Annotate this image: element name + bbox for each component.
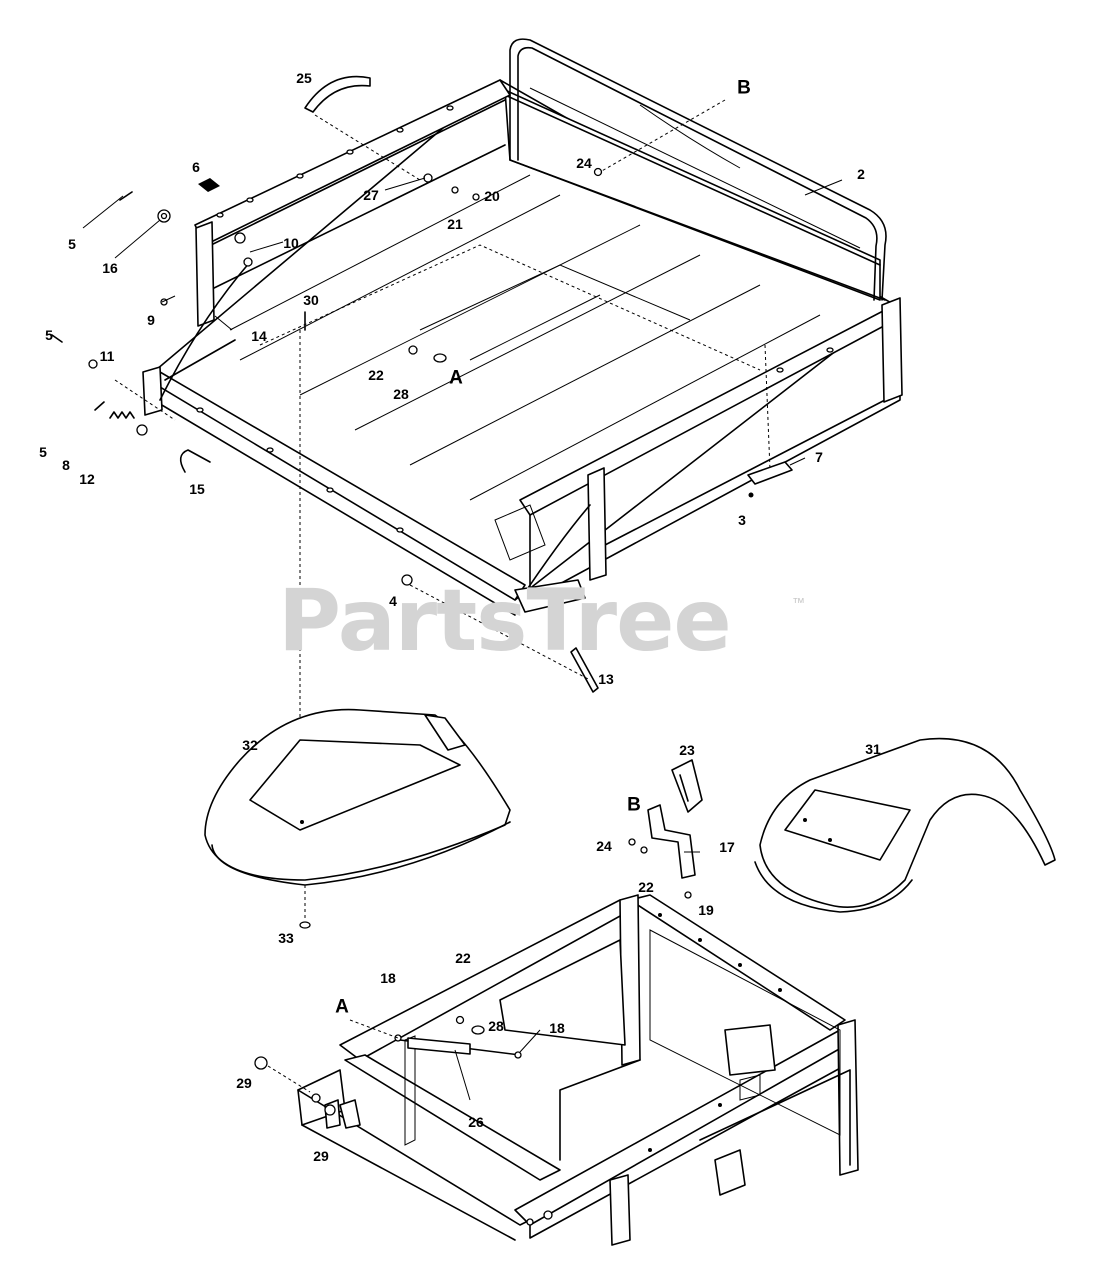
callout-5-b: 5 [45,327,53,343]
callout-26: 26 [468,1114,484,1130]
callout-28-lower: 28 [488,1018,504,1034]
part-29-nut [254,1056,268,1070]
part-33-plug [299,921,311,929]
callout-27: 27 [363,187,379,203]
part-24-bolt [593,167,603,177]
callout-18-left: 18 [380,970,396,986]
bed-post-left [195,221,215,327]
bed-rack-tube [509,38,887,301]
part-6-pad [198,178,220,192]
callout-21: 21 [447,216,463,232]
part-28-washer [433,353,447,363]
callout-8: 8 [62,457,70,473]
callout-23: 23 [679,742,695,758]
part-13-pin [570,647,599,693]
callout-22-upper: 22 [368,367,384,383]
part-5-pin [119,191,133,201]
callout-20: 20 [484,188,500,204]
callout-a-lower: A [335,996,349,1018]
callout-6: 6 [192,159,200,175]
rail-holes [196,105,834,533]
part-32-fender [204,708,511,929]
part-4-nut [401,574,413,586]
callout-12: 12 [79,471,95,487]
part-27-washer [423,173,433,183]
watermark-trademark: ™ [792,595,805,610]
frame-gusset [499,939,626,1046]
callout-25: 25 [296,70,312,86]
callout-31: 31 [865,741,881,757]
callout-a-upper: A [449,367,463,389]
bed-back-wall [504,89,881,301]
callout-22-middle: 22 [638,879,654,895]
part-10-washer [234,232,246,244]
callout-b-upper: B [737,77,751,99]
callout-4: 4 [389,593,397,609]
callout-18-right: 18 [549,1020,565,1036]
callout-29-upper: 29 [236,1075,252,1091]
callout-10: 10 [283,235,299,251]
watermark-text: PartsTree [278,571,732,671]
callout-b-lower: B [627,794,641,816]
frame-right-member [629,894,846,1031]
bed-post-right [587,467,607,581]
callout-16: 16 [102,260,118,276]
part-17-bracket [647,804,696,879]
callout-33: 33 [278,930,294,946]
callout-15: 15 [189,481,205,497]
callout-2: 2 [857,166,865,182]
callout-11: 11 [99,348,115,364]
part-11-nut [88,359,98,369]
callout-14: 14 [251,328,267,344]
part-8-spring [109,411,135,419]
dump-bed [142,38,903,616]
latch-cable-left [159,261,251,401]
latch-bracket [628,759,703,899]
callout-32: 32 [242,737,258,753]
part-12-nut [136,424,148,436]
callout-9: 9 [147,312,155,328]
part-31-fender [754,737,1056,913]
part-23-latch [671,759,703,813]
callout-3: 3 [738,512,746,528]
callout-13: 13 [598,671,614,687]
callout-28-upper: 28 [393,386,409,402]
callout-29-lower: 29 [313,1148,329,1164]
callout-7: 7 [815,449,823,465]
callout-22-lower: 22 [455,950,471,966]
callout-24-upper: 24 [576,155,592,171]
callout-19: 19 [698,902,714,918]
frame-front-member [514,1029,856,1226]
callout-17: 17 [719,839,735,855]
part-7-bracket [747,461,793,485]
part-25-grip [304,75,371,113]
chassis-frame [254,894,859,1246]
frame-left-member [344,1054,561,1181]
part-15-hook [179,449,211,473]
callout-24-lower: 24 [596,838,612,854]
callout-5-a: 5 [68,236,76,252]
callout-5-c: 5 [39,444,47,460]
callout-30: 30 [303,292,319,308]
